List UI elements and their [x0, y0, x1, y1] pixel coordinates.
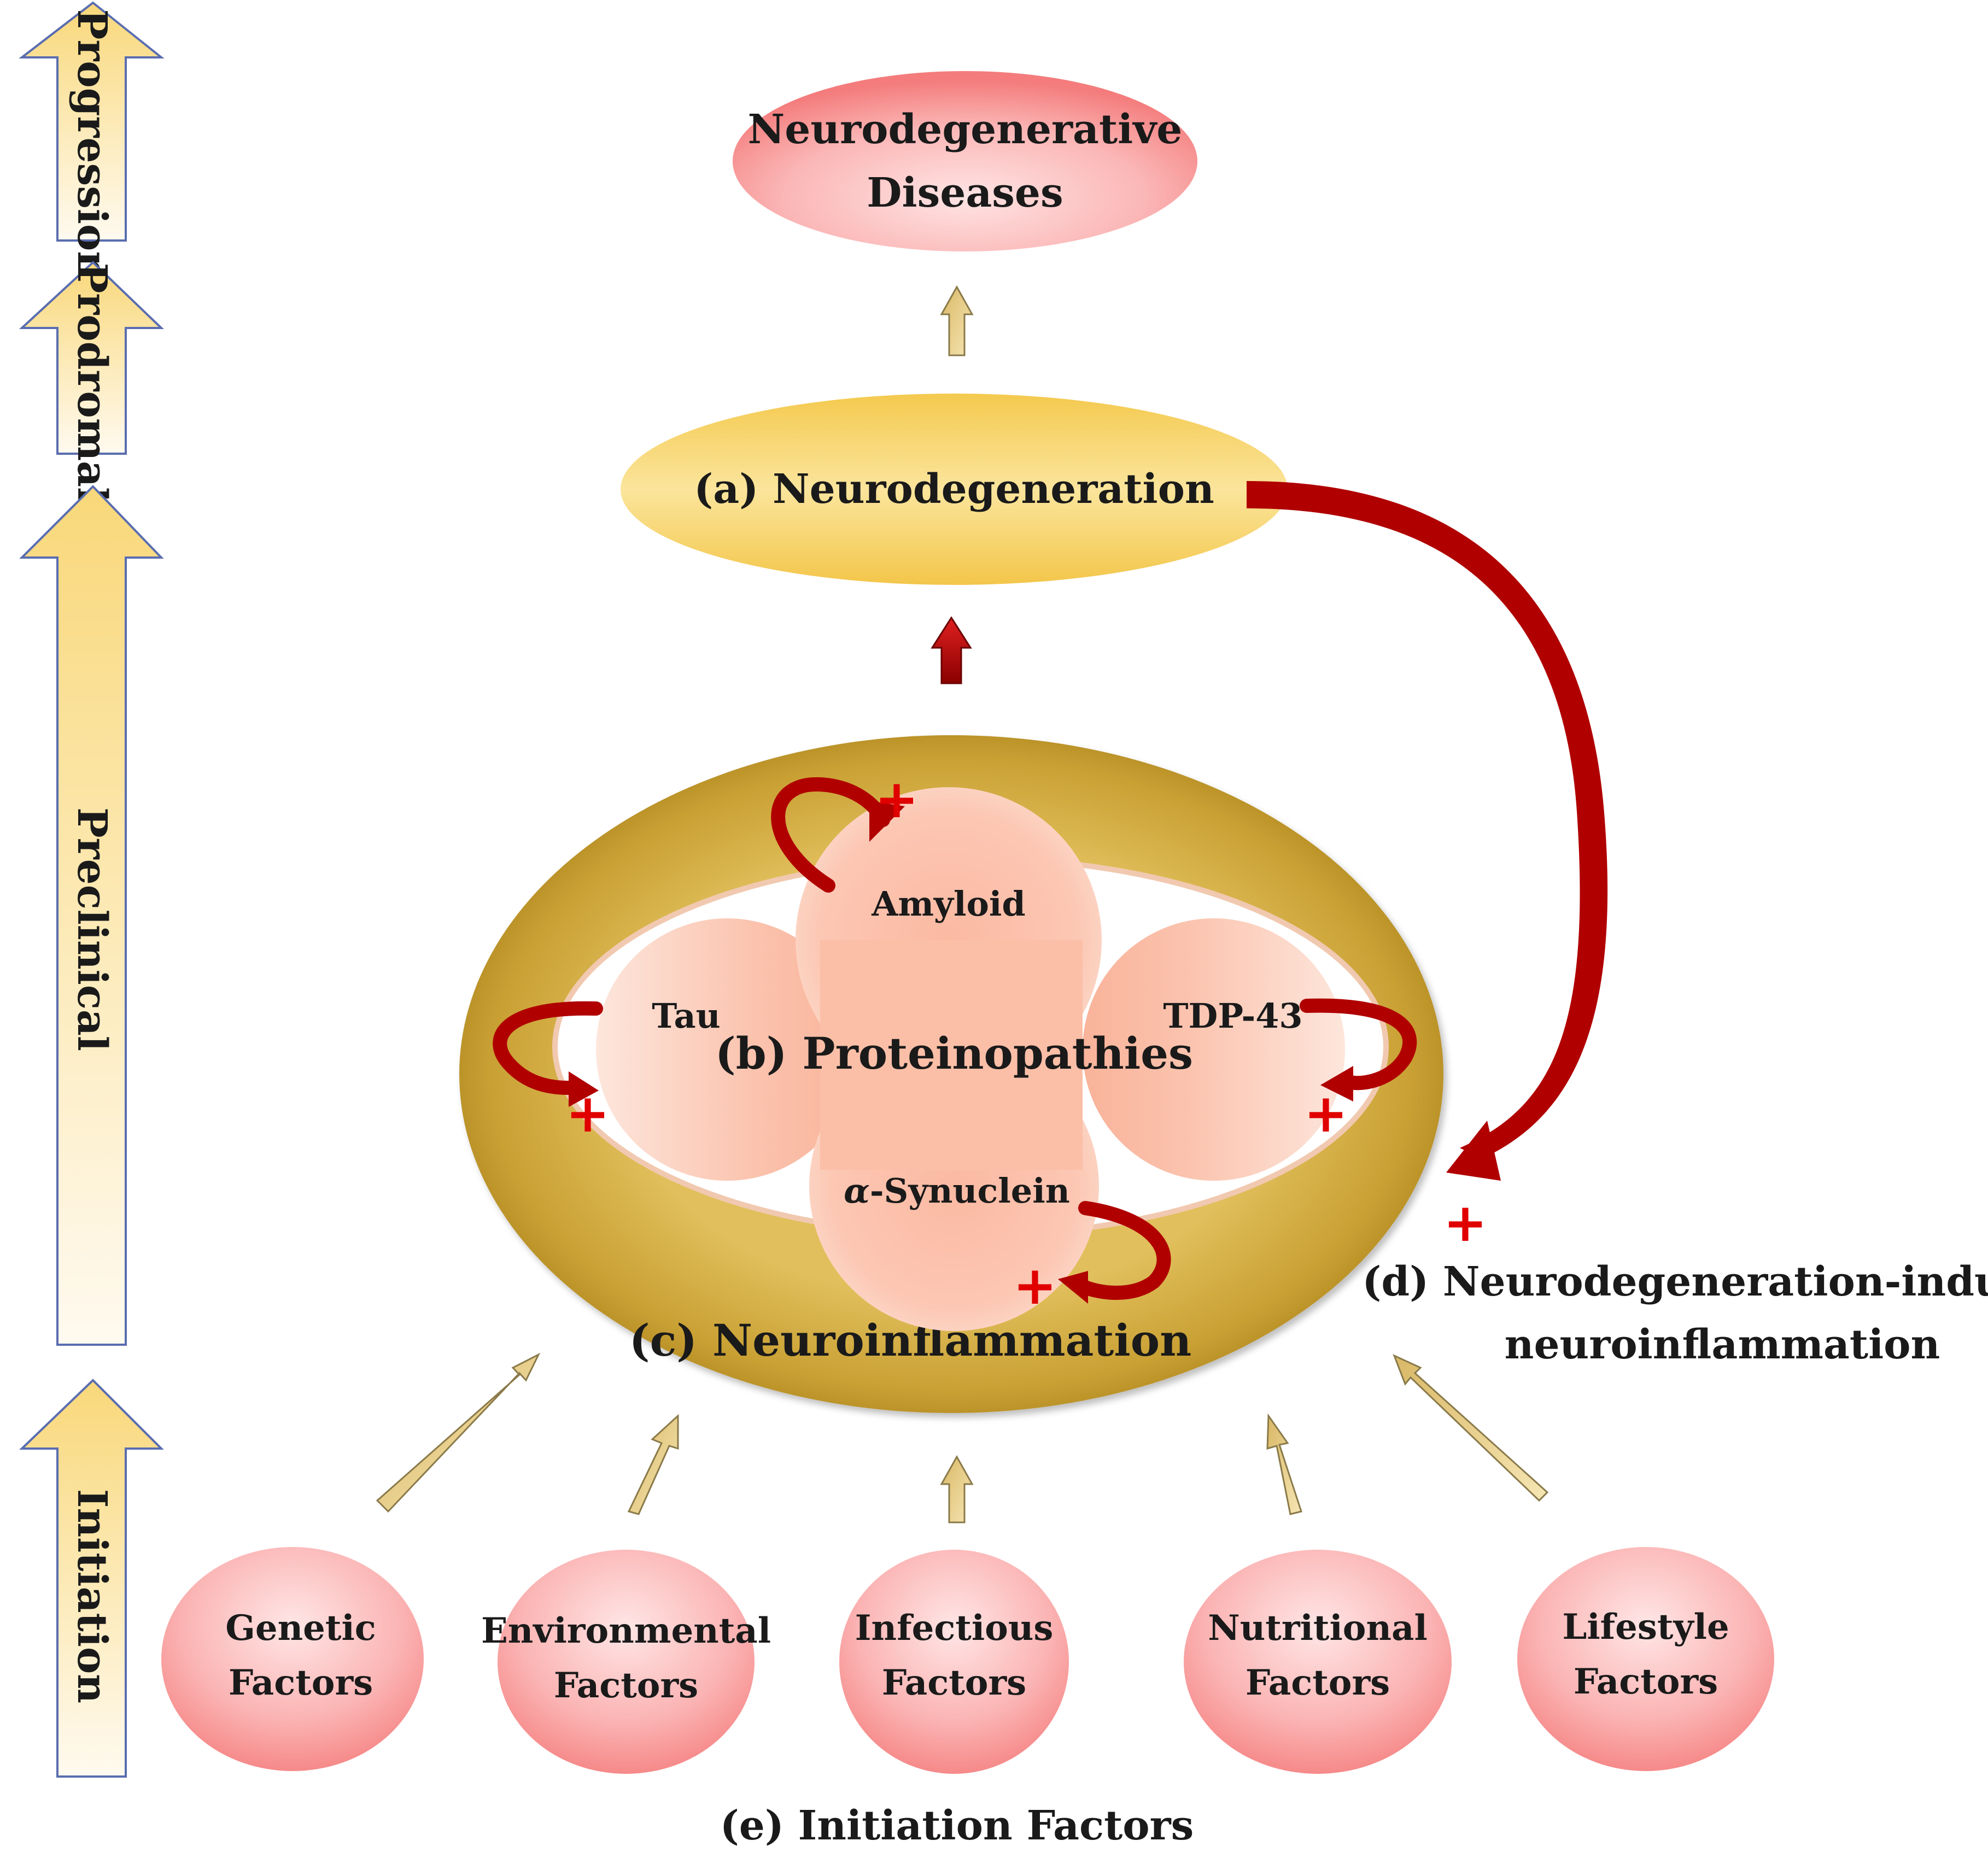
factor-infectious-line2: Factors: [882, 1662, 1026, 1703]
diseases-line2: Diseases: [867, 169, 1063, 216]
factor-arrow-infectious: [940, 1455, 974, 1523]
stage-arrow-initiation: Initiation: [19, 1379, 164, 1778]
arrow-up-to-diseases: [940, 285, 974, 356]
stage-label-prodromal: Prodromal: [68, 263, 115, 502]
factor-lifestyle-line1: Lifestyle: [1562, 1607, 1729, 1648]
stage-arrow-prodromal: Prodromal: [19, 261, 164, 502]
tau-label: Tau: [652, 996, 720, 1036]
plus-amyloid: +: [875, 769, 919, 830]
proteinopathies-cluster: Amyloid Tau TDP-43 α-Synuclein (b) Prote…: [596, 787, 1345, 1331]
factor-nutritional-line2: Factors: [1246, 1662, 1390, 1703]
stage-arrow-preclinical: Preclinical: [19, 485, 164, 1346]
factor-environmental: Environmental Factors: [481, 1550, 771, 1774]
amyloid-self-loop: [771, 777, 905, 893]
tdp43-self-loop: [1300, 998, 1417, 1101]
factor-environmental-line2: Factors: [554, 1665, 698, 1706]
neurodegeneration-label: (a) Neurodegeneration: [694, 466, 1214, 513]
factor-lifestyle: Lifestyle Factors: [1517, 1547, 1774, 1771]
feedback-label-line2: neuroinflammation: [1505, 1321, 1940, 1368]
plus-tau: +: [566, 1083, 610, 1144]
factor-arrow-environmental: [627, 1414, 679, 1515]
amyloid-label: Amyloid: [871, 884, 1026, 924]
proteinopathies-label: (b) Proteinopathies: [715, 1028, 1193, 1079]
neurodegenerative-diseases-node: Neurodegenerative Diseases: [733, 71, 1197, 251]
plus-tdp43: +: [1304, 1083, 1348, 1144]
synuclein-alpha: α: [844, 1171, 870, 1211]
initiation-factors-title: (e) Initiation Factors: [720, 1802, 1194, 1849]
plus-synuclein: +: [1013, 1255, 1057, 1316]
stage-label-preclinical: Preclinical: [68, 807, 115, 1051]
stage-label-initiation: Initiation: [68, 1489, 115, 1703]
factor-infectious-line1: Infectious: [855, 1608, 1054, 1649]
factor-arrow-nutritional: [1266, 1413, 1302, 1515]
feedback-label-line1: (d) Neurodegeneration-induced: [1362, 1258, 1988, 1305]
factor-nutritional: Nutritional Factors: [1184, 1550, 1452, 1774]
tau-self-loop: [493, 1001, 603, 1107]
factor-environmental-line1: Environmental: [481, 1610, 771, 1651]
factor-lifestyle-line2: Factors: [1574, 1661, 1718, 1702]
factor-arrow-genetic: [376, 1352, 541, 1513]
factor-genetic-line2: Factors: [229, 1662, 373, 1703]
factor-genetic-line1: Genetic: [225, 1608, 376, 1649]
factor-genetic: Genetic Factors: [161, 1547, 424, 1771]
stage-arrow-progression: Progression: [19, 1, 165, 280]
factor-nutritional-line1: Nutritional: [1208, 1608, 1428, 1649]
stage-label-progression: Progression: [68, 9, 115, 280]
red-arrow-up-to-neurodegeneration: [931, 616, 972, 684]
factor-infectious: Infectious Factors: [839, 1550, 1069, 1774]
factor-arrow-lifestyle: [1393, 1354, 1549, 1502]
synuclein-self-loop: [1058, 1201, 1171, 1304]
tdp43-label: TDP-43: [1163, 996, 1302, 1036]
diseases-line1: Neurodegenerative: [748, 106, 1183, 153]
tdp43-circle: [1083, 918, 1345, 1181]
plus-feedback: +: [1443, 1192, 1487, 1253]
neurodegeneration-node: (a) Neurodegeneration: [621, 394, 1288, 585]
feedback-arrow: [1247, 481, 1608, 1181]
tau-circle: [596, 918, 858, 1181]
synuclein-label: α-Synuclein: [844, 1171, 1070, 1211]
synuclein-rest: -Synuclein: [870, 1171, 1070, 1211]
